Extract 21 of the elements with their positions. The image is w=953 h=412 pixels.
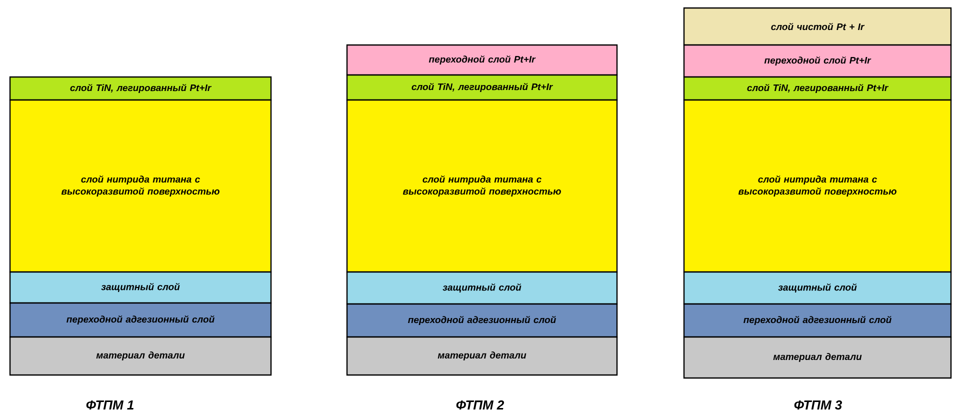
layer-band: защитный слой (346, 271, 618, 305)
layer-band: переходной адгезионный слой (9, 302, 272, 338)
stack-label: ФТПМ 3 (794, 400, 842, 410)
layer-band: переходной адгезионный слой (683, 303, 952, 338)
layer-band: переходной адгезионный слой (346, 303, 618, 338)
layer-band: слой нитрида титана с высокоразвитой поверхностью (346, 99, 618, 273)
layer-band: переходной слой Pt+Ir (683, 44, 952, 78)
stack-label: ФТПМ 2 (456, 400, 504, 410)
layer-band: защитный слой (9, 271, 272, 304)
layer-band: материал детали (346, 336, 618, 376)
layer-band: защитный слой (683, 271, 952, 305)
layer-band: слой TiN, легированный Pt+Ir (683, 76, 952, 101)
layer-band: переходной слой Pt+Ir (346, 44, 618, 76)
layer-band: материал детали (683, 336, 952, 379)
layer-band: слой TiN, легированный Pt+Ir (9, 76, 272, 101)
layer-band: слой нитрида титана с высокоразвитой поверхностью (9, 99, 272, 273)
layer-band: слой нитрида титана с высокоразвитой поверхностью (683, 99, 952, 273)
layer-band: материал детали (9, 336, 272, 376)
layer-band: слой чистой Pt + Ir (683, 7, 952, 46)
stack-label: ФТПМ 1 (86, 400, 134, 410)
layer-band: слой TiN, легированный Pt+Ir (346, 74, 618, 101)
